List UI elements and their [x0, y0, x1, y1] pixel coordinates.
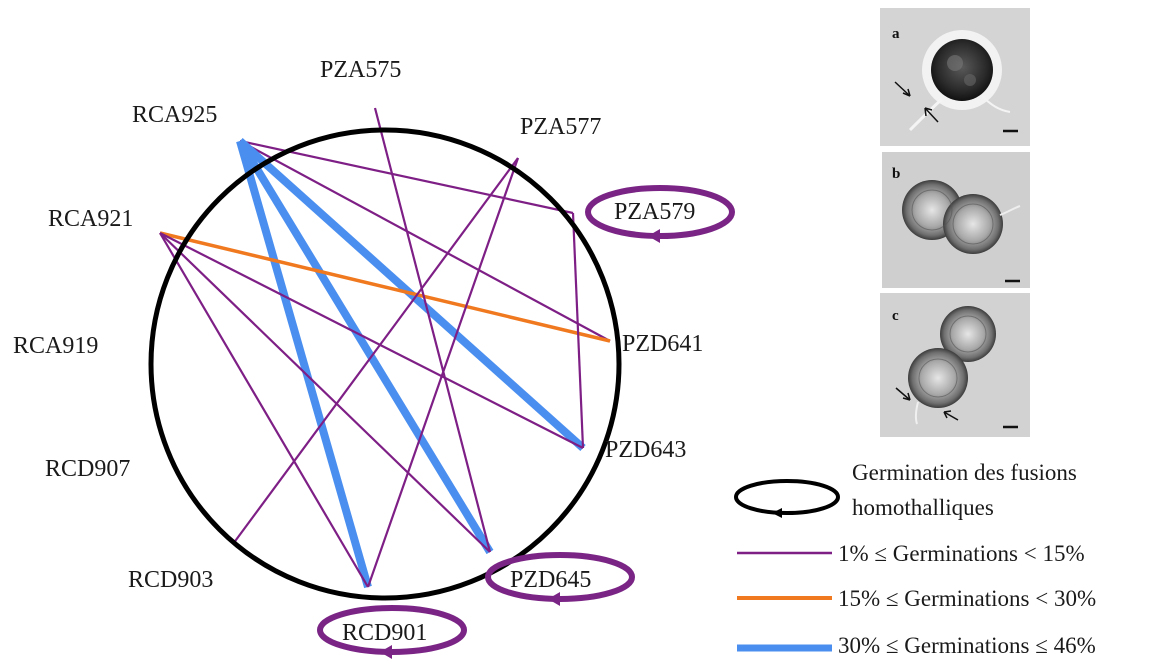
node-label-RCA925: RCA925 — [132, 102, 217, 128]
node-label-PZD643: PZD643 — [605, 437, 686, 463]
legend-high-label: 30% ≤ Germinations ≤ 46% — [838, 633, 1096, 658]
panel-letter-c: c — [892, 308, 899, 324]
legend-loop-label-1: Germination des fusions — [852, 460, 1077, 485]
node-label-RCA921: RCA921 — [48, 206, 133, 232]
panel-letter-a: a — [892, 26, 900, 42]
edge-PZA577-RCD903 — [232, 157, 519, 545]
node-label-RCD907: RCD907 — [45, 456, 130, 482]
panel-letter-b: b — [892, 166, 900, 182]
edge-RCA921-PZD643 — [159, 232, 584, 449]
node-label-PZD641: PZD641 — [622, 331, 703, 357]
edge-PZA577-RCD901 — [366, 157, 520, 588]
node-label-PZD645: PZD645 — [510, 567, 591, 593]
edges-layer — [159, 107, 611, 589]
node-label-RCD903: RCD903 — [128, 567, 213, 593]
edge-RCA921-PZD645 — [159, 232, 491, 553]
edge-RCA925-PZA579 — [239, 139, 574, 215]
microscopy-panel-c: c — [880, 293, 1030, 437]
edge-PZA579-PZD643 — [571, 212, 585, 449]
legend-low-item: 1% ≤ Germinations < 15% — [737, 541, 1085, 566]
arrow-icon — [895, 387, 911, 401]
edge-RCA925-PZD641 — [239, 140, 611, 342]
legend-high-item: 30% ≤ Germinations ≤ 46% — [737, 633, 1096, 658]
edge-RCA925-PZD645 — [236, 138, 494, 555]
node-label-RCA919: RCA919 — [13, 333, 98, 359]
legend-low-label: 1% ≤ Germinations < 15% — [838, 541, 1085, 566]
legend-loop-label-2: homothalliques — [852, 495, 994, 520]
self-loop-arrow-icon — [380, 645, 392, 659]
node-label-PZA579: PZA579 — [614, 199, 695, 225]
edge-RCA925-RCD901 — [236, 139, 372, 589]
edge-PZA575-PZD645 — [373, 107, 492, 553]
microscopy-panel-a: a — [880, 8, 1030, 146]
node-labels-layer: PZA575PZA577PZA579PZD641PZD643PZD645RCD9… — [13, 57, 703, 646]
edge-RCA921-RCD901 — [159, 232, 369, 588]
arrow-icon — [894, 81, 911, 97]
self-loop-arrow-icon — [548, 592, 560, 606]
self-loop-arrow-icon — [648, 229, 660, 243]
node-label-PZA577: PZA577 — [520, 114, 601, 140]
microscopy-panel-b: b — [882, 152, 1030, 288]
self-loops-layer — [317, 185, 735, 659]
legend-mid-label: 15% ≤ Germinations < 30% — [838, 586, 1096, 611]
legend-loop-item: Germination des fusions homothalliques — [734, 460, 1077, 520]
legend: Germination des fusions homothalliques 1… — [734, 460, 1096, 658]
network-circle — [148, 127, 622, 601]
legend-mid-item: 15% ≤ Germinations < 30% — [737, 586, 1096, 611]
edge-RCA921-PZD641 — [159, 231, 611, 343]
node-label-RCD901: RCD901 — [342, 620, 427, 646]
node-label-PZA575: PZA575 — [320, 57, 401, 83]
loop-swatch-icon — [734, 479, 840, 515]
